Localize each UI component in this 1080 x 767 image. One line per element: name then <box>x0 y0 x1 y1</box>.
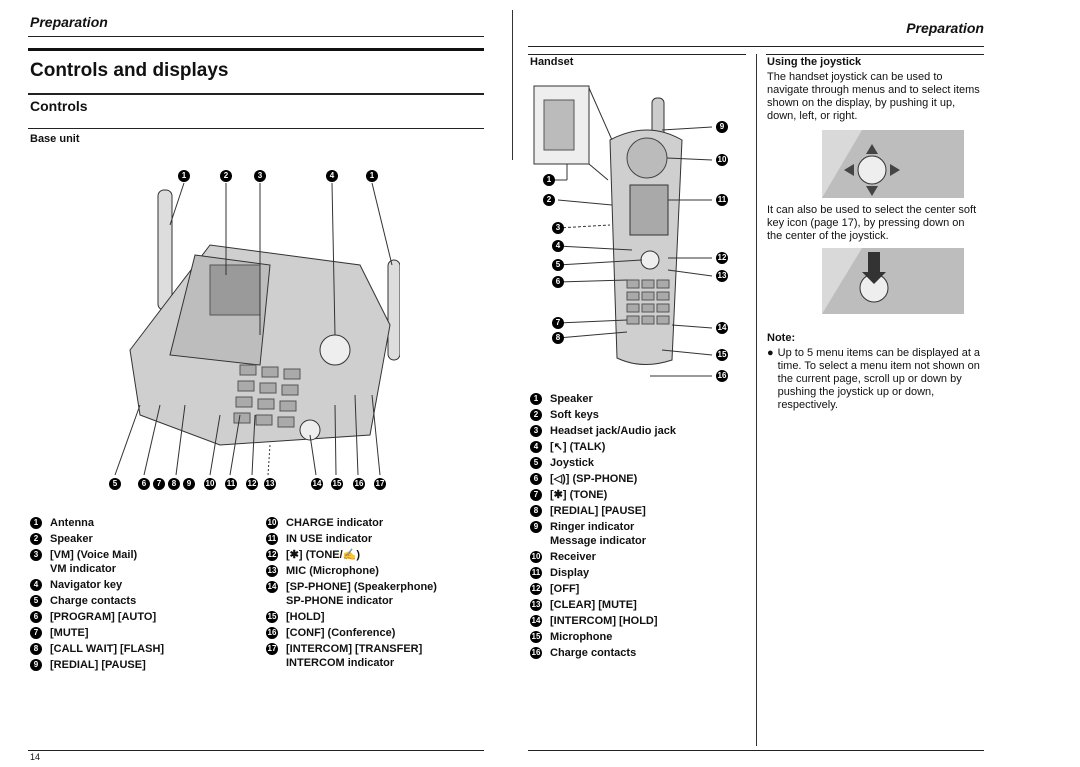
callout-16: 16 <box>353 478 365 490</box>
list-item: 6[◁)] (SP-PHONE) <box>530 472 676 486</box>
note-text: Up to 5 menu items can be displayed at a… <box>777 347 981 411</box>
callout-4-navigator: 4 <box>326 170 338 182</box>
right-page-header: Preparation <box>906 20 984 36</box>
callout-6: 6 <box>138 478 150 490</box>
header-rule <box>28 36 484 37</box>
left-page-header: Preparation <box>30 14 108 30</box>
callout-2-speaker: 2 <box>220 170 232 182</box>
callout-1b-antenna: 1 <box>366 170 378 182</box>
handset-rule <box>528 54 746 55</box>
callout-1-antenna: 1 <box>178 170 190 182</box>
section-title: Controls <box>30 98 88 114</box>
page-title: Controls and displays <box>30 60 229 81</box>
handset-callout-14: 14 <box>716 322 728 334</box>
callout-11: 11 <box>225 478 237 490</box>
handset-callout-11: 11 <box>716 194 728 206</box>
joystick-text: The handset joystick can be used to navi… <box>767 71 980 122</box>
handset-callout-3: 3 <box>552 222 564 234</box>
handset-diagram <box>533 85 713 377</box>
callout-17: 17 <box>374 478 386 490</box>
list-item: 8[REDIAL] [PAUSE] <box>530 504 676 518</box>
handset-callout-12: 12 <box>716 252 728 264</box>
handset-callout-7: 7 <box>552 317 564 329</box>
list-item: 12[✱] (TONE/✍) <box>266 549 361 561</box>
handset-callout-5: 5 <box>552 259 564 271</box>
handset-callout-2: 2 <box>543 194 555 206</box>
list-item: 17[INTERCOM] [TRANSFER]INTERCOM indicato… <box>266 643 423 669</box>
handset-heading: Handset <box>530 56 574 68</box>
callout-9: 9 <box>183 478 195 490</box>
page-gutter <box>512 10 513 160</box>
callout-8: 8 <box>168 478 180 490</box>
joystick-rule <box>766 54 984 55</box>
page-number: 14 <box>30 752 41 762</box>
list-item: 8[CALL WAIT] [FLASH] <box>30 642 164 656</box>
right-header-rule <box>528 46 984 47</box>
handset-callout-6: 6 <box>552 276 564 288</box>
list-item: 14[SP-PHONE] (Speakerphone)SP-PHONE indi… <box>266 581 437 607</box>
callout-13: 13 <box>264 478 276 490</box>
handset-callout-16: 16 <box>716 370 728 382</box>
list-item: 7[MUTE] <box>30 626 164 640</box>
list-item: 4[↖] (TALK) <box>530 440 676 454</box>
list-item: 13[CLEAR] [MUTE] <box>530 599 637 611</box>
section-rule <box>28 93 484 95</box>
list-item: 3[VM] (Voice Mail)VM indicator <box>30 548 164 576</box>
base-unit-diagram <box>114 182 400 476</box>
handset-callout-1: 1 <box>543 174 555 186</box>
callout-7: 7 <box>153 478 165 490</box>
handset-callout-4: 4 <box>552 240 564 252</box>
callout-15: 15 <box>331 478 343 490</box>
joystick-heading: Using the joystick <box>767 56 862 68</box>
footer-rule-right <box>528 750 984 751</box>
footer-rule-left <box>28 750 484 751</box>
list-item: 6[PROGRAM] [AUTO] <box>30 610 164 624</box>
bullet-icon: ● <box>767 347 774 359</box>
callout-12: 12 <box>246 478 258 490</box>
column-divider <box>756 54 757 746</box>
callout-3-vm: 3 <box>254 170 266 182</box>
list-item: 14[INTERCOM] [HOLD] <box>530 615 658 627</box>
handset-callout-10: 10 <box>716 154 728 166</box>
list-item: 15[HOLD] <box>266 611 325 623</box>
subsection-title: Base unit <box>30 133 80 145</box>
joystick-directions-illustration <box>822 130 964 198</box>
handset-callout-9: 9 <box>716 121 728 133</box>
handset-callout-13: 13 <box>716 270 728 282</box>
handset-callout-15: 15 <box>716 349 728 361</box>
list-item: 7[✱] (TONE) <box>530 488 676 502</box>
center-press-text: It can also be used to select the center… <box>767 204 977 242</box>
note-bullet: ● Up to 5 menu items can be displayed at… <box>767 347 985 412</box>
note-heading: Note: <box>767 332 796 344</box>
callout-5: 5 <box>109 478 121 490</box>
list-item: 12[OFF] <box>530 583 580 595</box>
handset-callout-8: 8 <box>552 332 564 344</box>
list-item: 9[REDIAL] [PAUSE] <box>30 658 164 672</box>
callout-10: 10 <box>204 478 216 490</box>
joystick-press-illustration <box>822 248 964 314</box>
title-rule <box>28 48 484 51</box>
subsection-rule <box>28 128 484 129</box>
list-item: 16[CONF] (Conference) <box>266 627 396 639</box>
callout-14: 14 <box>311 478 323 490</box>
